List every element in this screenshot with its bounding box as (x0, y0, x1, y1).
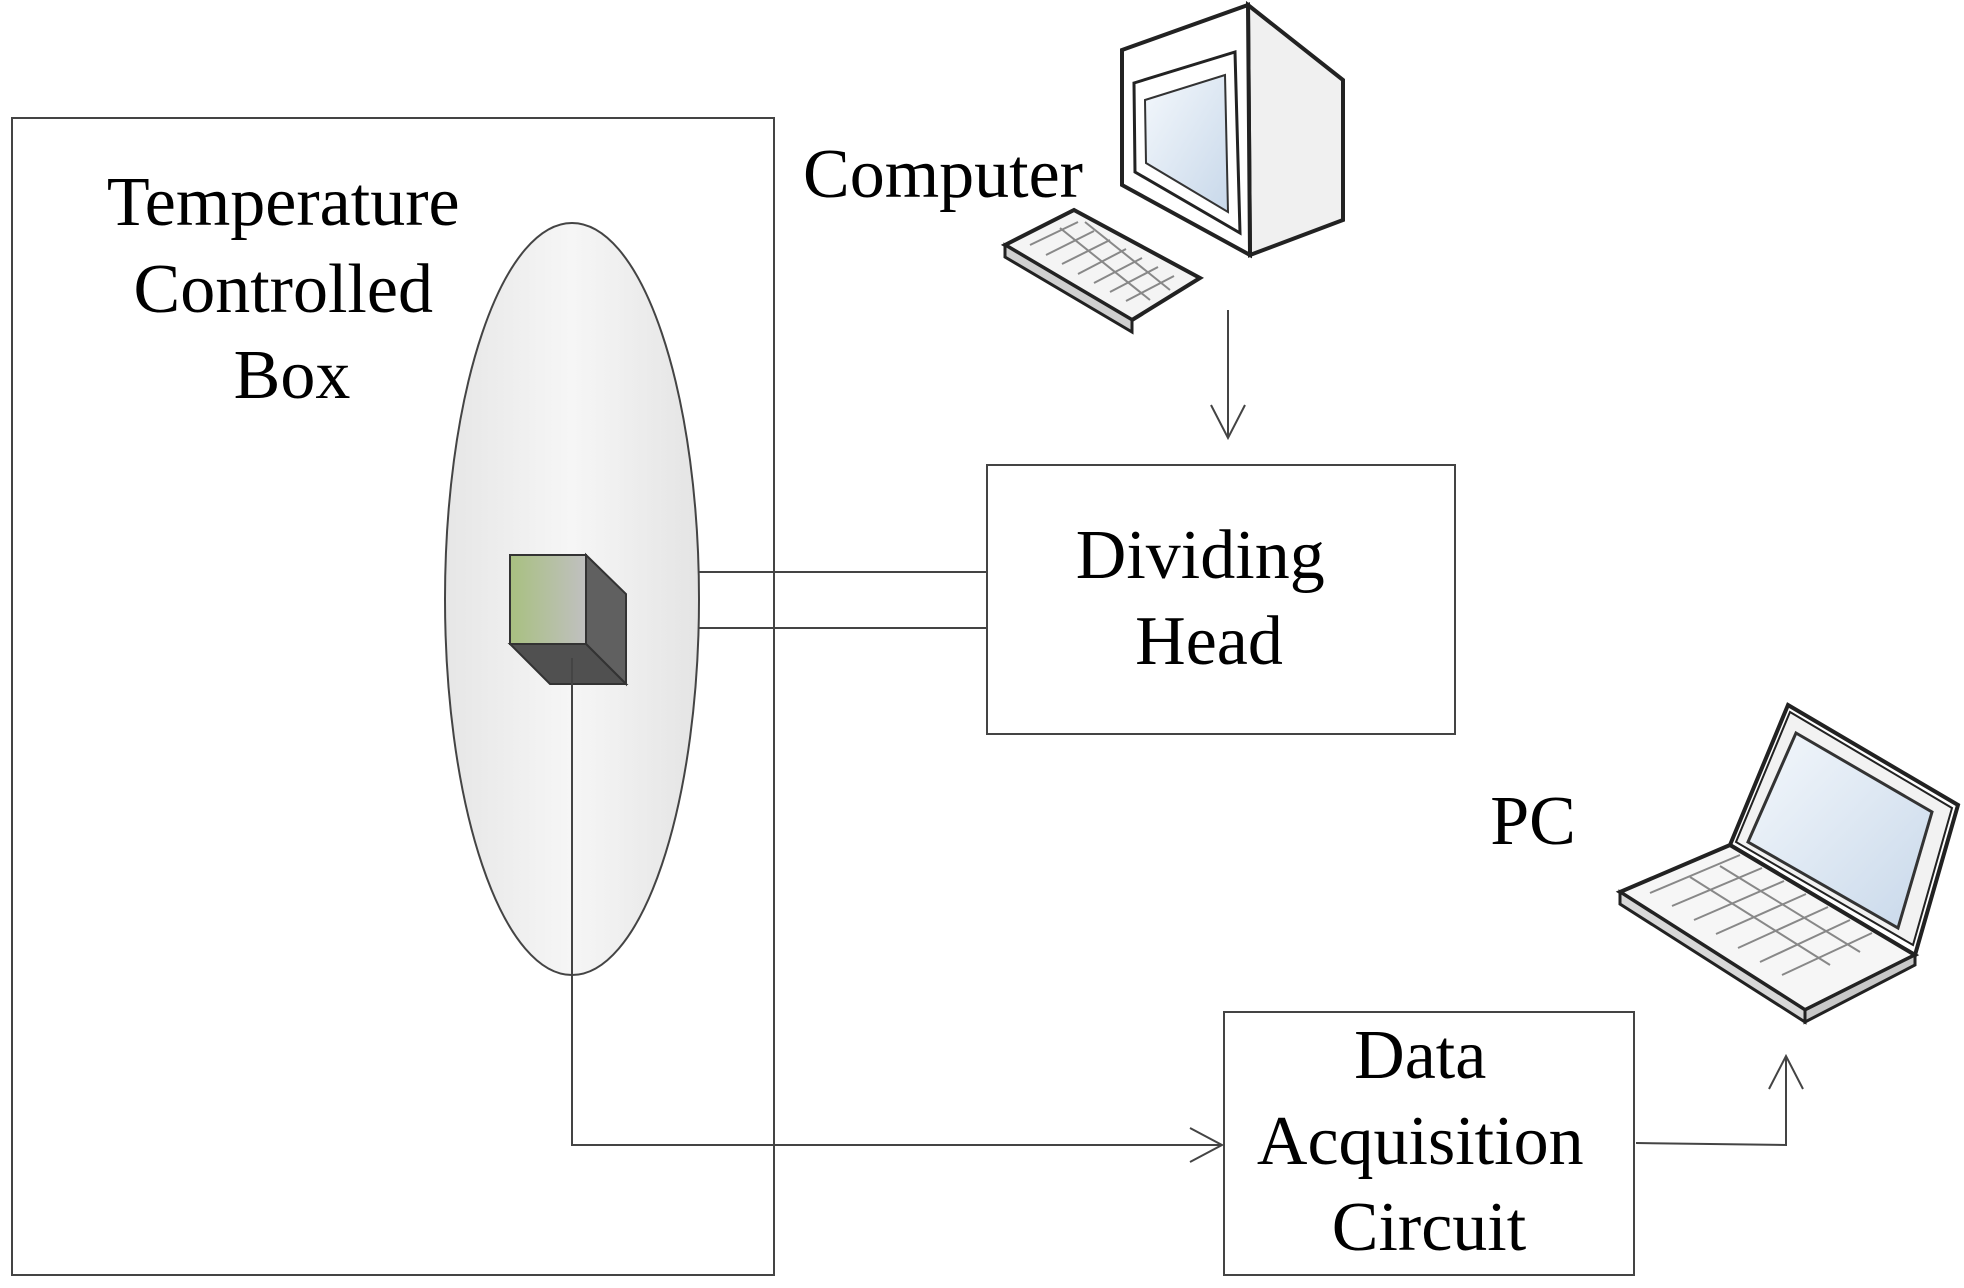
data-acquisition-to-pc-arrow (1635, 1053, 1804, 1147)
computer-label: Computer (803, 136, 1083, 213)
temperature-box-label: Temperature Controlled Box (107, 164, 477, 414)
computer-to-dividing-head-arrow (1210, 310, 1246, 441)
pc-label: PC (1490, 783, 1576, 860)
data-acquisition-label: Data Acquisition Circuit (1257, 1017, 1601, 1266)
cube-sensor-icon (507, 552, 629, 687)
sensor-to-data-acquisition-wire (571, 658, 1225, 1163)
temperature-box-frame (11, 117, 775, 1276)
dividing-head-label: Dividing Head (1076, 517, 1342, 680)
laptop-icon (1615, 702, 1961, 1025)
desktop-computer-icon (1000, 0, 1345, 335)
dividing-head-box (986, 464, 1456, 735)
data-acquisition-box (1223, 1011, 1635, 1276)
shaft-connection (699, 571, 987, 629)
